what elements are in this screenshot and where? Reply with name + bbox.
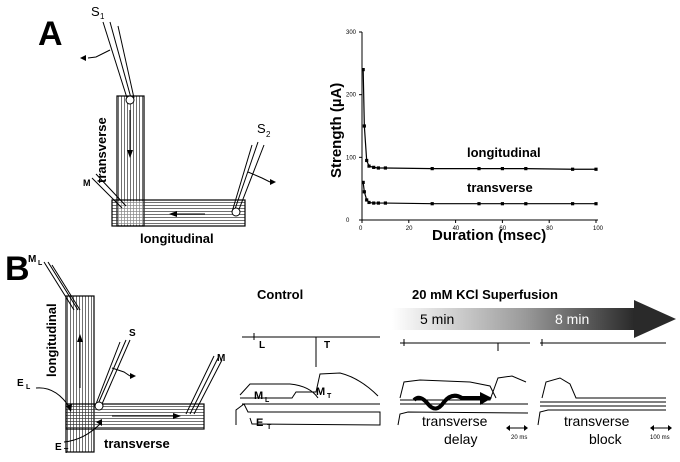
- data-point-longitudinal: [367, 164, 371, 168]
- x-tick-label: 60: [499, 226, 506, 232]
- et-label: E: [55, 442, 62, 453]
- s1-subscript: 1: [100, 12, 105, 21]
- kcl-time-arrow: [392, 300, 676, 338]
- scale-bar-20ms: [506, 425, 528, 431]
- time-8min: 8 min: [555, 311, 589, 327]
- data-point-longitudinal: [361, 68, 365, 72]
- s1-label: S: [91, 4, 100, 19]
- data-point-transverse: [376, 201, 380, 205]
- x-axis-title: Duration (msec): [432, 227, 546, 244]
- delay-line2: delay: [444, 431, 477, 447]
- y-tick-label: 0: [346, 218, 350, 224]
- panel-b-tissue-diagram: M L S M E L E T longitudinal transverse: [17, 254, 225, 455]
- y-tick-label: 100: [346, 155, 357, 161]
- scale-20ms-label: 20 ms: [511, 435, 527, 441]
- s-label-b: S: [129, 328, 136, 339]
- data-point-longitudinal: [571, 167, 575, 171]
- x-tick-label: 0: [359, 226, 363, 232]
- scale-bar-100ms: [650, 425, 672, 431]
- data-point-longitudinal: [372, 165, 376, 169]
- trace-mt-label: M: [316, 386, 325, 398]
- panel-a-tissue-diagram: S 1 S 2 M transverse longitudinal: [80, 4, 276, 246]
- kcl-title: 20 mM KCl Superfusion: [412, 287, 558, 302]
- data-point-transverse: [372, 201, 376, 205]
- data-point-longitudinal: [524, 167, 528, 171]
- longitudinal-label-b: longitudinal: [44, 303, 59, 377]
- panel-letter-b: B: [5, 250, 30, 288]
- data-point-transverse: [524, 202, 528, 206]
- x-tick-label: 80: [546, 226, 553, 232]
- s2-subscript: 2: [266, 130, 271, 139]
- data-point-longitudinal: [383, 166, 387, 170]
- kcl-8min-traces: [537, 339, 666, 426]
- control-traces: [235, 333, 381, 426]
- panel-letter-a: A: [38, 15, 63, 53]
- data-point-longitudinal: [430, 167, 434, 171]
- s2-electrode: [231, 141, 276, 217]
- trace-mt-subscript: T: [327, 393, 332, 400]
- data-point-transverse: [500, 202, 504, 206]
- data-point-transverse: [430, 202, 434, 206]
- data-point-transverse: [594, 202, 598, 206]
- data-point-transverse: [361, 180, 365, 184]
- x-tick-label: 100: [593, 226, 604, 232]
- m-label: M: [83, 178, 91, 188]
- scale-100ms-label: 100 ms: [650, 435, 670, 441]
- control-title: Control: [257, 287, 303, 302]
- data-point-transverse: [362, 190, 366, 194]
- delay-line1: transverse: [422, 413, 488, 429]
- y-tick-label: 300: [346, 30, 357, 36]
- legend-transverse: transverse: [467, 180, 533, 195]
- y-tick-label: 200: [346, 93, 357, 99]
- data-point-longitudinal: [594, 167, 598, 171]
- transverse-label-a: transverse: [94, 117, 109, 183]
- el-subscript: L: [26, 384, 31, 391]
- data-point-transverse: [477, 202, 481, 206]
- delay-arrow: [412, 393, 482, 411]
- m-electrode: [91, 173, 127, 209]
- time-5min: 5 min: [420, 311, 454, 327]
- ml-subscript: L: [38, 260, 43, 267]
- block-line2: block: [589, 431, 623, 447]
- data-point-longitudinal: [365, 158, 369, 163]
- data-point-transverse: [367, 200, 371, 205]
- y-axis-title: Strength (µA): [328, 83, 345, 178]
- data-point-longitudinal: [477, 167, 481, 171]
- kcl-5min-traces: [397, 339, 530, 426]
- x-tick-label: 20: [406, 226, 413, 232]
- s2-label: S: [257, 121, 266, 136]
- block-line1: transverse: [564, 413, 630, 429]
- strength-duration-chart: 0 20 40 60 80 100 0 100 200 300 Strength (µA) Dur…: [328, 30, 604, 244]
- mt-label-b: M: [217, 353, 225, 364]
- data-point-longitudinal: [500, 167, 504, 171]
- legend-longitudinal: longitudinal: [467, 145, 541, 160]
- trace-t-label: T: [324, 340, 330, 351]
- longitudinal-label-a: longitudinal: [140, 231, 214, 246]
- data-point-longitudinal: [362, 124, 366, 128]
- el-label: E: [17, 378, 24, 389]
- trace-et-label: E: [256, 417, 263, 429]
- data-point-longitudinal: [376, 166, 380, 170]
- trace-l-label: L: [259, 340, 265, 351]
- x-tick-label: 40: [453, 226, 460, 232]
- trace-ml-label: M: [254, 390, 263, 402]
- data-point-transverse: [571, 202, 575, 206]
- data-point-transverse: [365, 198, 369, 202]
- transverse-label-b: transverse: [104, 436, 170, 451]
- et-subscript: T: [64, 448, 69, 455]
- s1-electrode: [80, 21, 135, 105]
- ml-label: M: [28, 254, 36, 265]
- trace-et-subscript: T: [267, 424, 272, 431]
- trace-ml-subscript: L: [265, 397, 270, 404]
- data-point-transverse: [383, 201, 387, 205]
- longitudinal-strip: [111, 199, 246, 227]
